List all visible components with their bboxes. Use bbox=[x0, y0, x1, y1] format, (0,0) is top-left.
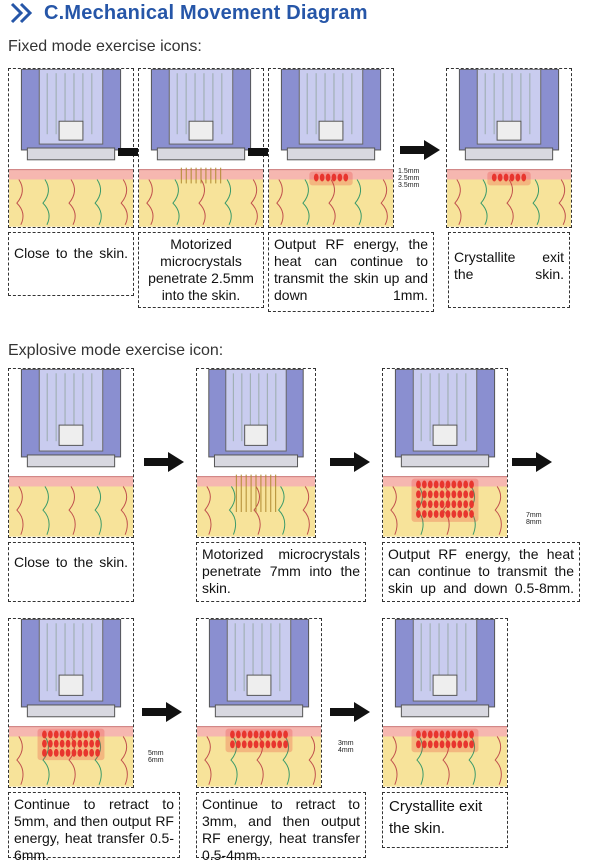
depth-label: 3.5mm bbox=[398, 182, 419, 189]
arrow-right-icon bbox=[330, 452, 370, 472]
depth-label: 4mm bbox=[338, 747, 354, 754]
page-title: C.Mechanical Movement Diagram bbox=[44, 2, 368, 25]
explosive-step-5-image bbox=[196, 618, 322, 788]
device-icon bbox=[9, 369, 133, 537]
explosive-step-2-image bbox=[196, 368, 316, 538]
heat-zone-icon bbox=[487, 172, 530, 186]
fixed-step-1-caption: Close to the skin. bbox=[8, 232, 134, 296]
device-body bbox=[151, 69, 250, 160]
arrow-right-icon bbox=[144, 452, 184, 472]
device-icon bbox=[197, 369, 315, 537]
depth-label: 6mm bbox=[148, 757, 164, 764]
heat-zone-icon bbox=[38, 729, 105, 760]
explosive-step-4-image bbox=[8, 618, 134, 788]
device-body bbox=[395, 619, 494, 716]
device-icon bbox=[9, 619, 133, 787]
depth-label: 8mm bbox=[526, 519, 542, 526]
device-icon bbox=[269, 69, 393, 227]
device-body bbox=[395, 369, 494, 466]
device-body bbox=[209, 369, 303, 466]
fixed-step-4-image bbox=[446, 68, 572, 228]
chevron-double-icon bbox=[10, 2, 36, 24]
depth-label: 2.5mm bbox=[398, 175, 419, 182]
explosive-depth-labels-3: 3mm 4mm bbox=[338, 740, 354, 754]
heat-zone-icon bbox=[412, 479, 479, 522]
diagram-header: C.Mechanical Movement Diagram bbox=[10, 0, 368, 26]
explosive-step-2-caption: Motorized microcrystals penetrate 7mm in… bbox=[196, 542, 366, 602]
depth-label: 5mm bbox=[148, 750, 164, 757]
fixed-depth-labels: 1.5mm 2.5mm 3.5mm bbox=[398, 168, 419, 189]
explosive-depth-labels-2: 5mm 6mm bbox=[148, 750, 164, 764]
device-icon bbox=[447, 69, 571, 227]
device-body bbox=[21, 69, 120, 160]
heat-zone-icon bbox=[226, 729, 293, 753]
device-icon bbox=[197, 619, 321, 787]
fixed-mode-title: Fixed mode exercise icons: bbox=[8, 38, 202, 56]
arrow-right-icon bbox=[400, 140, 440, 160]
device-body bbox=[281, 69, 380, 160]
arrow-right-icon bbox=[142, 702, 182, 722]
explosive-step-5-caption: Continue to retract to 3mm, and then out… bbox=[196, 792, 366, 858]
device-icon bbox=[383, 369, 507, 537]
fixed-step-4-caption: Crystallite exit the skin. bbox=[448, 232, 570, 308]
explosive-step-6-image bbox=[382, 618, 508, 788]
fixed-step-3-caption: Output RF energy, the heat can continue … bbox=[268, 232, 434, 312]
heat-zone-icon bbox=[309, 172, 352, 186]
explosive-step-1-image bbox=[8, 368, 134, 538]
explosive-depth-labels-1: 7mm 8mm bbox=[526, 512, 542, 526]
fixed-step-2-caption: Motorized microcrystals penetrate 2.5mm … bbox=[138, 232, 264, 308]
explosive-step-6-caption: Crystallite exit the skin. bbox=[382, 792, 508, 848]
device-icon bbox=[383, 619, 507, 787]
heat-zone-icon bbox=[412, 729, 479, 753]
explosive-step-3-caption: Output RF energy, the heat can continue … bbox=[382, 542, 580, 602]
device-body bbox=[209, 619, 308, 716]
device-body bbox=[21, 619, 120, 716]
device-body bbox=[459, 69, 558, 160]
depth-label: 7mm bbox=[526, 512, 542, 519]
skin-layer-icon bbox=[9, 477, 133, 537]
skin-layer-icon bbox=[9, 170, 133, 227]
depth-label: 3mm bbox=[338, 740, 354, 747]
arrow-right-icon bbox=[330, 702, 370, 722]
explosive-step-1-caption: Close to the skin. bbox=[8, 542, 134, 602]
fixed-step-2-image bbox=[138, 68, 264, 228]
device-body bbox=[21, 369, 120, 466]
explosive-step-4-caption: Continue to retract to 5mm, and then out… bbox=[8, 792, 180, 858]
explosive-mode-title: Explosive mode exercise icon: bbox=[8, 342, 223, 360]
fixed-step-1-image bbox=[8, 68, 134, 228]
explosive-step-3-image bbox=[382, 368, 508, 538]
fixed-step-3-image bbox=[268, 68, 394, 228]
arrow-right-icon bbox=[512, 452, 552, 472]
depth-label: 1.5mm bbox=[398, 168, 419, 175]
device-icon bbox=[139, 69, 263, 227]
device-icon bbox=[9, 69, 133, 227]
